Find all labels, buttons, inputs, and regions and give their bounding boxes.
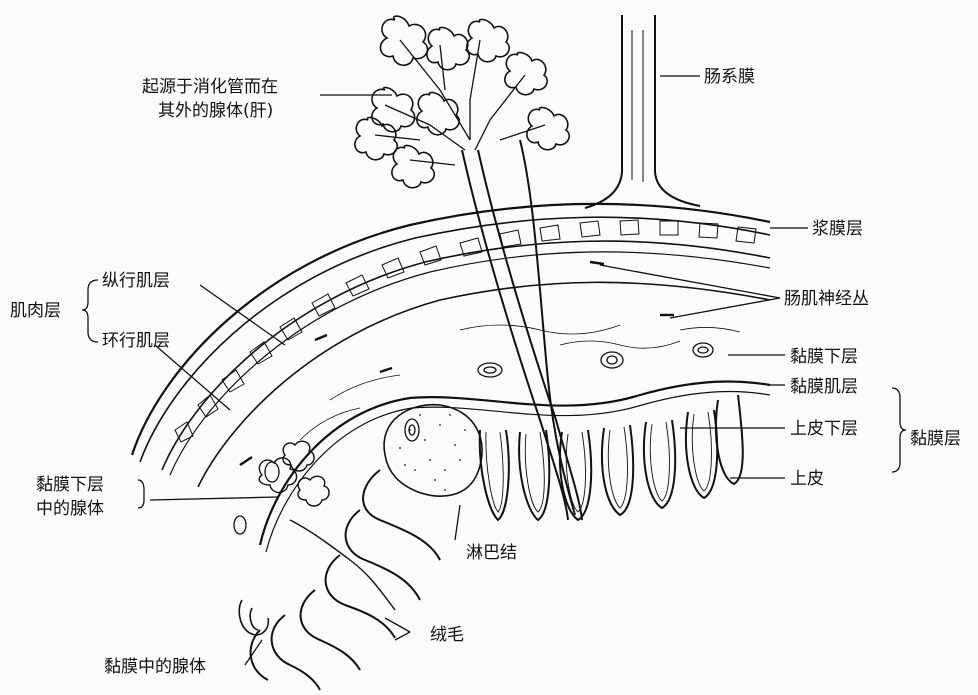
serosa-outer-line	[132, 204, 770, 455]
submucosal-gland	[259, 441, 395, 610]
wall-layers	[132, 204, 770, 552]
longitudinal-muscle-outer	[140, 217, 770, 462]
serosa-label: 浆膜层	[812, 219, 863, 239]
lymph-node-label: 淋巴结	[466, 543, 517, 563]
mucosal-gland	[239, 600, 268, 635]
submucosal-gland-label-line1: 黏膜下层	[36, 475, 104, 495]
submucosa-vessels	[234, 343, 713, 534]
mesentery-label: 肠系膜	[704, 67, 755, 87]
villi-label: 绒毛	[430, 625, 464, 645]
myenteric-plexus-label: 肠肌神经丛	[784, 289, 869, 309]
muscularis-mucosae-label: 黏膜肌层	[790, 377, 858, 397]
epithelium-label: 上皮	[790, 469, 824, 489]
submucosal-gland-label-line2: 中的腺体	[36, 499, 104, 519]
circular-muscle-outer	[170, 252, 770, 475]
liver-label-line2: 其外的腺体(肝)	[158, 101, 273, 121]
lymph-node	[384, 405, 482, 496]
mucosa-label: 黏膜层	[910, 429, 961, 449]
longitudinal-muscle-label: 纵行肌层	[102, 271, 170, 291]
circular-muscle-label: 环行肌层	[102, 331, 170, 351]
liver-gland	[355, 16, 582, 520]
submucosa-label: 黏膜下层	[790, 347, 858, 367]
mucosal-gland-label: 黏膜中的腺体	[104, 657, 206, 677]
leader-lines	[82, 76, 906, 665]
muscularis-mucosae-line	[260, 381, 770, 545]
lamina-propria-label: 上皮下层	[790, 419, 858, 439]
longitudinal-muscle-inner	[162, 241, 770, 470]
muscularis-label: 肌肉层	[10, 301, 61, 321]
villi-lower-left	[251, 470, 440, 690]
mesentery	[585, 15, 700, 208]
liver-label-line1: 起源于消化管而在	[142, 77, 278, 97]
